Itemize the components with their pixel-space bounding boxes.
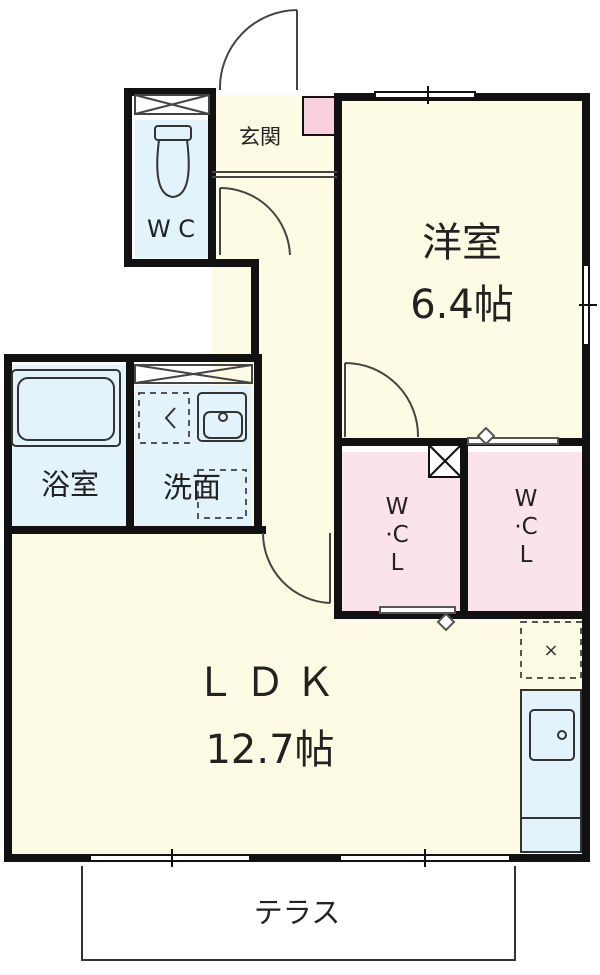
washroom-floor	[135, 385, 252, 527]
toilet-icon	[154, 125, 192, 199]
washer-arrow-icon	[164, 407, 176, 429]
wcl-right-floor	[468, 452, 586, 612]
ldk-size: 12.7帖	[205, 727, 335, 773]
wcl-left-label: W ·C L	[385, 493, 408, 577]
washroom-label: 洗面	[162, 470, 222, 505]
wc-floor	[135, 120, 209, 258]
wcl-left-line3: L	[390, 550, 404, 576]
washbasin-icon	[197, 392, 247, 442]
wcl-left-line2: ·C	[385, 522, 409, 548]
closet-rods	[379, 426, 559, 632]
entrance-mark	[302, 96, 338, 136]
ldk-label: ＬＤＫ	[195, 660, 345, 706]
wcl-right-label: W ·C L	[514, 485, 537, 569]
thin-lines	[134, 94, 337, 384]
wcl-right-line2: ·C	[514, 514, 538, 540]
bathtub-icon	[11, 369, 121, 447]
entrance-label: 玄関	[239, 124, 281, 149]
bath-label: 浴室	[40, 467, 100, 502]
refrigerator-space-icon	[520, 621, 582, 679]
wc-label: W C	[146, 215, 196, 244]
wcl-left-line1: W	[385, 494, 409, 520]
terrace-label: テラス	[253, 895, 341, 930]
windows	[89, 86, 597, 867]
wcl-right-line3: L	[519, 542, 533, 568]
doors	[218, 9, 420, 604]
western-room-floor	[342, 97, 586, 439]
closet-divider-icon	[428, 444, 462, 478]
wcl-right-line1: W	[514, 486, 538, 512]
wcl-left-floor	[342, 452, 460, 612]
refrigerator-mark-icon: ×	[543, 640, 558, 661]
western-room-size: 6.4帖	[410, 282, 514, 328]
kitchen-counter-icon	[520, 689, 582, 853]
washer-space-icon	[138, 392, 247, 519]
walls	[4, 88, 590, 862]
terrace-outline	[81, 866, 516, 961]
western-room-label: 洋室	[422, 220, 502, 266]
